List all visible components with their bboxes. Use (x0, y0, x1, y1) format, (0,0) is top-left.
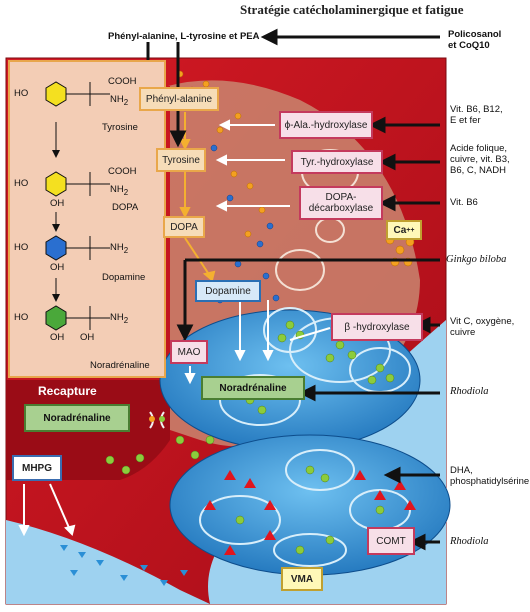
dopamine-name: Dopamine (102, 272, 146, 283)
mhpg-box: MHPG (12, 455, 62, 481)
ginkgo-label: Ginkgo biloba (446, 254, 507, 265)
dopa-box: DOPA (163, 216, 205, 238)
transporter-dots (149, 416, 165, 422)
precursors-label: Phényl-alanine, L-tyrosine et PEA (108, 31, 260, 42)
receptor-ring (285, 449, 355, 491)
red-triangles (204, 470, 416, 555)
noradrenaline-nh2: NH2 (110, 312, 129, 325)
vit-c-label: Vit C, oxygène, cuivre (450, 316, 515, 338)
noradrenaline-oh: OH (50, 332, 65, 343)
dopa-name: DOPA (112, 202, 139, 213)
dopamine-oh: OH (50, 262, 65, 273)
dha-label: DHA, phosphatidylsérine (450, 465, 530, 487)
vit-b6-b12-label: Vit. B6, B12, E et fer (450, 104, 503, 126)
folique-label: Acide folique, cuivre, vit. B3, B6, C, N… (450, 143, 510, 176)
dopamine-nh2: NH2 (110, 242, 129, 255)
policosanol-label: Policosanol et CoQ10 (448, 29, 502, 51)
tyrosine-name: Tyrosine (102, 122, 138, 133)
recapture-label: Recapture (38, 384, 97, 398)
calcium-box: Ca++ (386, 220, 422, 240)
white-arrows (18, 119, 331, 537)
noradrenaline-name: Noradrénaline (90, 360, 150, 371)
dopa-oh: OH (50, 198, 65, 209)
storage-vesicle-inner (219, 374, 301, 426)
phe-hydroxylase-box: ϕ-Ala.-hydroxylase (279, 111, 373, 139)
noradrenaline-oh2: OH (80, 332, 95, 343)
vma-box: VMA (281, 567, 323, 591)
receptor-ring (273, 533, 347, 567)
cofactor-arrows (139, 28, 440, 551)
vesicle-outline (275, 249, 325, 291)
recapture-noradrenaline-box: Noradrénaline (24, 404, 130, 432)
noradrenaline-box: Noradrénaline (201, 376, 305, 400)
dopa-decarboxylase-box: DOPA- décarboxylase (299, 186, 383, 220)
storage-vesicle-inner (263, 307, 317, 353)
dopa-nh2: NH2 (110, 184, 129, 197)
beta-hydroxylase-box: β -hydroxylase (331, 313, 423, 341)
dopa-ho: HO (14, 178, 29, 189)
tyrosine-box: Tyrosine (156, 148, 206, 172)
dopamine-box: Dopamine (195, 280, 261, 302)
tyrosine-cooh: COOH (108, 76, 137, 87)
tyrosine-nh2: NH2 (110, 94, 129, 107)
tyr-hydroxylase-box: Tyr.-hydroxylase (291, 150, 383, 174)
diagram-title: Stratégie catécholaminergique et fatigue (240, 2, 464, 17)
molecule-panel: HO COOH NH2 Tyrosine HO COOH NH2 OH DOPA… (8, 60, 166, 378)
rhodiola-label-2: Rhodiola (450, 536, 489, 547)
molecule-structures (45, 81, 110, 331)
receptor-ring (199, 495, 281, 545)
dopa-cooh: COOH (108, 166, 137, 177)
pathway-arrows (179, 112, 216, 282)
vit-b6-label: Vit. B6 (450, 197, 478, 208)
dopamine-ho: HO (14, 242, 29, 253)
rhodiola-label-1: Rhodiola (450, 386, 489, 397)
comt-box: COMT (367, 527, 415, 555)
tyrosine-ho: HO (14, 88, 29, 99)
phenylalanine-box: Phényl-alanine (139, 87, 219, 111)
noradrenaline-ho: HO (14, 312, 29, 323)
mao-box: MAO (170, 340, 208, 364)
postsynaptic-bg2 (6, 520, 210, 604)
mhpg-fragments (60, 545, 188, 586)
